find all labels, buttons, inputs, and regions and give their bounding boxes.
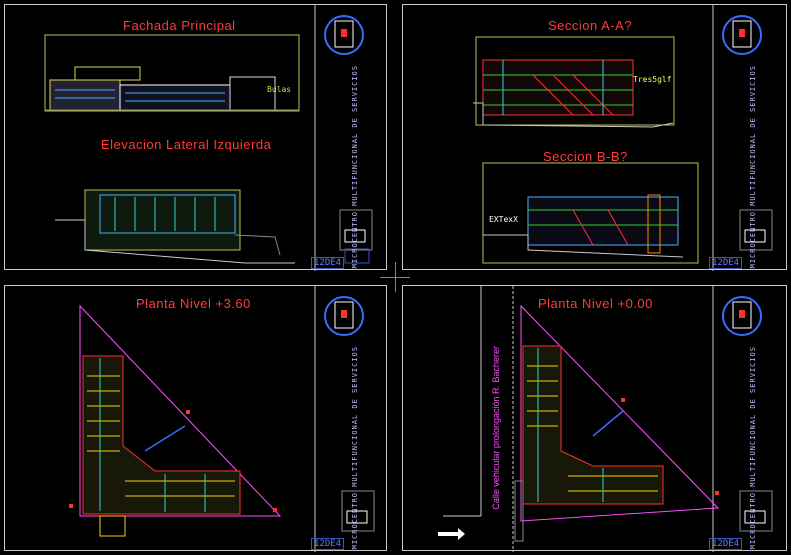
- title-elevacion-lateral: Elevacion Lateral Izquierda: [101, 137, 272, 152]
- project-title-vertical: MICROCENTRO MULTIFUNCIONAL DE SERVICIOS: [749, 65, 757, 269]
- project-title-vertical: MICROCENTRO MULTIFUNCIONAL DE SERVICIOS: [749, 346, 757, 550]
- title-fachada-principal: Fachada Principal: [123, 18, 236, 33]
- elevations-drawing: [44, 5, 373, 271]
- sheet-sections: Seccion A-A? Seccion B-B? Tres5glf EXTex…: [402, 4, 787, 271]
- title-planta-000: Planta Nivel +0.00: [538, 296, 653, 311]
- sheet-tag: 12DE4: [311, 538, 345, 550]
- sections-drawing: [473, 5, 773, 271]
- sheet-plan-ground: Planta Nivel +0.00 Calle vehicular prolo…: [402, 285, 787, 552]
- sheet-tag: 12DE4: [709, 257, 743, 269]
- section-a-note: Tres5glf: [633, 75, 672, 84]
- facade-note: Bulas: [267, 85, 292, 94]
- crosshair-vertical: [395, 262, 396, 292]
- sheet-elevations: Fachada Principal Elevacion Lateral Izqu…: [4, 4, 387, 271]
- sheet-tag: 12DE4: [311, 257, 345, 269]
- section-b-note: EXTexX: [489, 215, 518, 224]
- title-planta-360: Planta Nivel +3.60: [136, 296, 251, 311]
- title-seccion-a: Seccion A-A?: [548, 18, 633, 33]
- sheet-plan-upper: Planta Nivel +3.60 MICROCENTRO MULTIFUNC…: [4, 285, 387, 552]
- plan-ground-drawing: [438, 286, 773, 552]
- project-title-vertical: MICROCENTRO MULTIFUNCIONAL DE SERVICIOS: [351, 65, 359, 269]
- sheet-tag: 12DE4: [709, 538, 743, 550]
- title-seccion-b: Seccion B-B?: [543, 149, 628, 164]
- plan-upper-drawing: [69, 286, 375, 552]
- project-title-vertical: MICROCENTRO MULTIFUNCIONAL DE SERVICIOS: [351, 346, 359, 550]
- street-label: Calle vehicular prolongación R. Bacherer: [491, 346, 501, 510]
